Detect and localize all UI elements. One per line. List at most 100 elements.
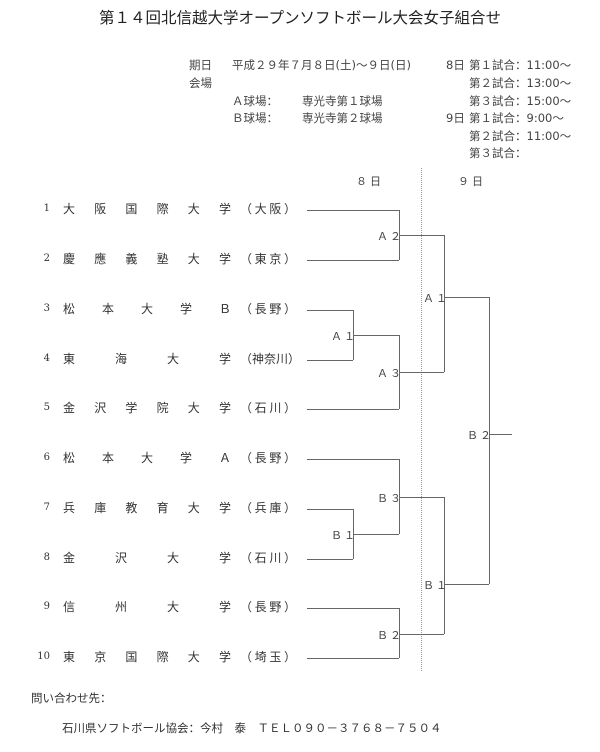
team-name-char: 大 — [187, 650, 200, 664]
team-prefecture-char: 川 — [269, 401, 282, 415]
team-prefecture-char: （ — [240, 600, 253, 614]
match-a1-r1-out — [353, 335, 399, 336]
team-name-char: 学 — [218, 252, 231, 266]
team-name-char: 学 — [218, 551, 231, 565]
venue-b-value: 専光寺第２球場 — [302, 111, 383, 125]
team-name-char: 学 — [218, 501, 231, 515]
team-name-char: 慶 — [63, 252, 76, 266]
team-name-char: 国 — [125, 650, 138, 664]
team-name: 信州大学 — [63, 599, 231, 615]
team-name: 慶應義塾大学 — [63, 251, 231, 267]
venue-b-label: Ｂ球場： — [232, 111, 278, 125]
team-prefecture-char: 庫 — [269, 501, 282, 515]
venue-a-value: 専光寺第１球場 — [302, 94, 383, 108]
schedule-day-9: 9日 — [446, 111, 465, 125]
schedule-9-game-3: 第３試合： — [469, 146, 527, 160]
team-6-line — [307, 459, 399, 460]
team-name-char: 際 — [156, 202, 169, 216]
venue-label: 会場 — [189, 76, 212, 90]
team-prefecture-char: 玉 — [269, 650, 282, 664]
team-prefecture-char: （ — [240, 401, 253, 415]
team-name-char: Ａ — [218, 451, 231, 465]
team-prefecture-char: ） — [283, 252, 296, 266]
team-name-char: 松 — [63, 451, 76, 465]
team-name-char: 沢 — [114, 551, 127, 565]
team-10-line — [307, 658, 399, 659]
team-2-line — [307, 260, 399, 261]
team-7-line — [307, 509, 353, 510]
team-name-char: 大 — [187, 252, 200, 266]
team-prefecture-char: 野 — [269, 600, 282, 614]
team-number: 9 — [43, 601, 50, 612]
team-name: 兵庫教育大学 — [63, 500, 231, 516]
semi-a1-out — [444, 297, 489, 298]
team-name: 東京国際大学 — [63, 649, 231, 665]
team-name-char: 信 — [63, 600, 76, 614]
team-prefecture-char: ） — [283, 501, 296, 515]
team-name: 金沢大学 — [63, 550, 231, 566]
date-value: 平成２９年７月８日(土)～９日(日) — [232, 58, 411, 72]
team-prefecture: （神奈川） — [240, 351, 300, 367]
match-b3-connector — [399, 459, 400, 534]
document-title: 第１４回北信越大学オープンソフトボール大会女子組合せ — [98, 9, 502, 27]
team-prefecture-char: （ — [240, 252, 253, 266]
match-label-semi-b1: Ｂ１ — [423, 579, 449, 592]
team-prefecture-char: 東 — [254, 252, 267, 266]
semi-a1-connector — [444, 235, 445, 372]
team-name-char: 国 — [125, 202, 138, 216]
team-name-char: 育 — [156, 501, 169, 515]
team-name-char: 松 — [63, 302, 76, 316]
team-name-char: 大 — [166, 352, 179, 366]
day-header-8: ８日 — [356, 175, 384, 188]
team-number: 10 — [37, 651, 50, 662]
team-name-char: 金 — [63, 551, 76, 565]
team-name-char: 学 — [179, 451, 192, 465]
team-name-char: 学 — [179, 302, 192, 316]
team-prefecture-char: 野 — [269, 451, 282, 465]
team-number: 8 — [43, 552, 50, 563]
day-divider-line — [421, 168, 422, 671]
team-prefecture-char: ） — [283, 302, 296, 316]
team-prefecture-char: 石 — [254, 551, 267, 565]
date-label: 期日 — [189, 58, 212, 72]
day-header-9: ９日 — [458, 175, 486, 188]
team-number: 7 — [43, 502, 50, 513]
team-number: 2 — [43, 253, 50, 264]
team-name: 東海大学 — [63, 351, 231, 367]
team-name-char: 教 — [125, 501, 138, 515]
team-number: 6 — [43, 452, 50, 463]
contact-line: 石川県ソフトボール協会：今村 泰 ＴＥＬ０９０－３７６８－７５０４ — [62, 721, 442, 735]
team-prefecture: （東京） — [240, 251, 296, 267]
team-name-char: 大 — [63, 202, 76, 216]
team-name-char: 大 — [187, 401, 200, 415]
team-name-char: 学 — [218, 401, 231, 415]
team-prefecture-char: （ — [240, 451, 253, 465]
team-prefecture-char: ） — [283, 401, 296, 415]
team-name-char: 沢 — [94, 401, 107, 415]
team-name-char: 大 — [166, 551, 179, 565]
schedule-day-8: 8日 — [446, 58, 465, 72]
team-prefecture-char: ） — [283, 202, 296, 216]
match-b1-r1-out — [353, 534, 399, 535]
team-5-line — [307, 409, 399, 410]
contact-heading: 問い合わせ先： — [31, 691, 112, 705]
team-name-char: 大 — [187, 202, 200, 216]
team-prefecture-char: 埼 — [254, 650, 267, 664]
team-name-char: 大 — [166, 600, 179, 614]
team-prefecture-char: 長 — [254, 302, 267, 316]
team-name-char: 東 — [63, 352, 76, 366]
venue-a-label: Ａ球場： — [232, 94, 278, 108]
schedule-8-game-2: 第２試合：13:00～ — [469, 76, 572, 90]
team-number: 5 — [43, 402, 50, 413]
team-name-char: 庫 — [94, 501, 107, 515]
team-prefecture-char: 阪 — [269, 202, 282, 216]
final-out — [489, 434, 512, 435]
team-name-char: 学 — [218, 202, 231, 216]
